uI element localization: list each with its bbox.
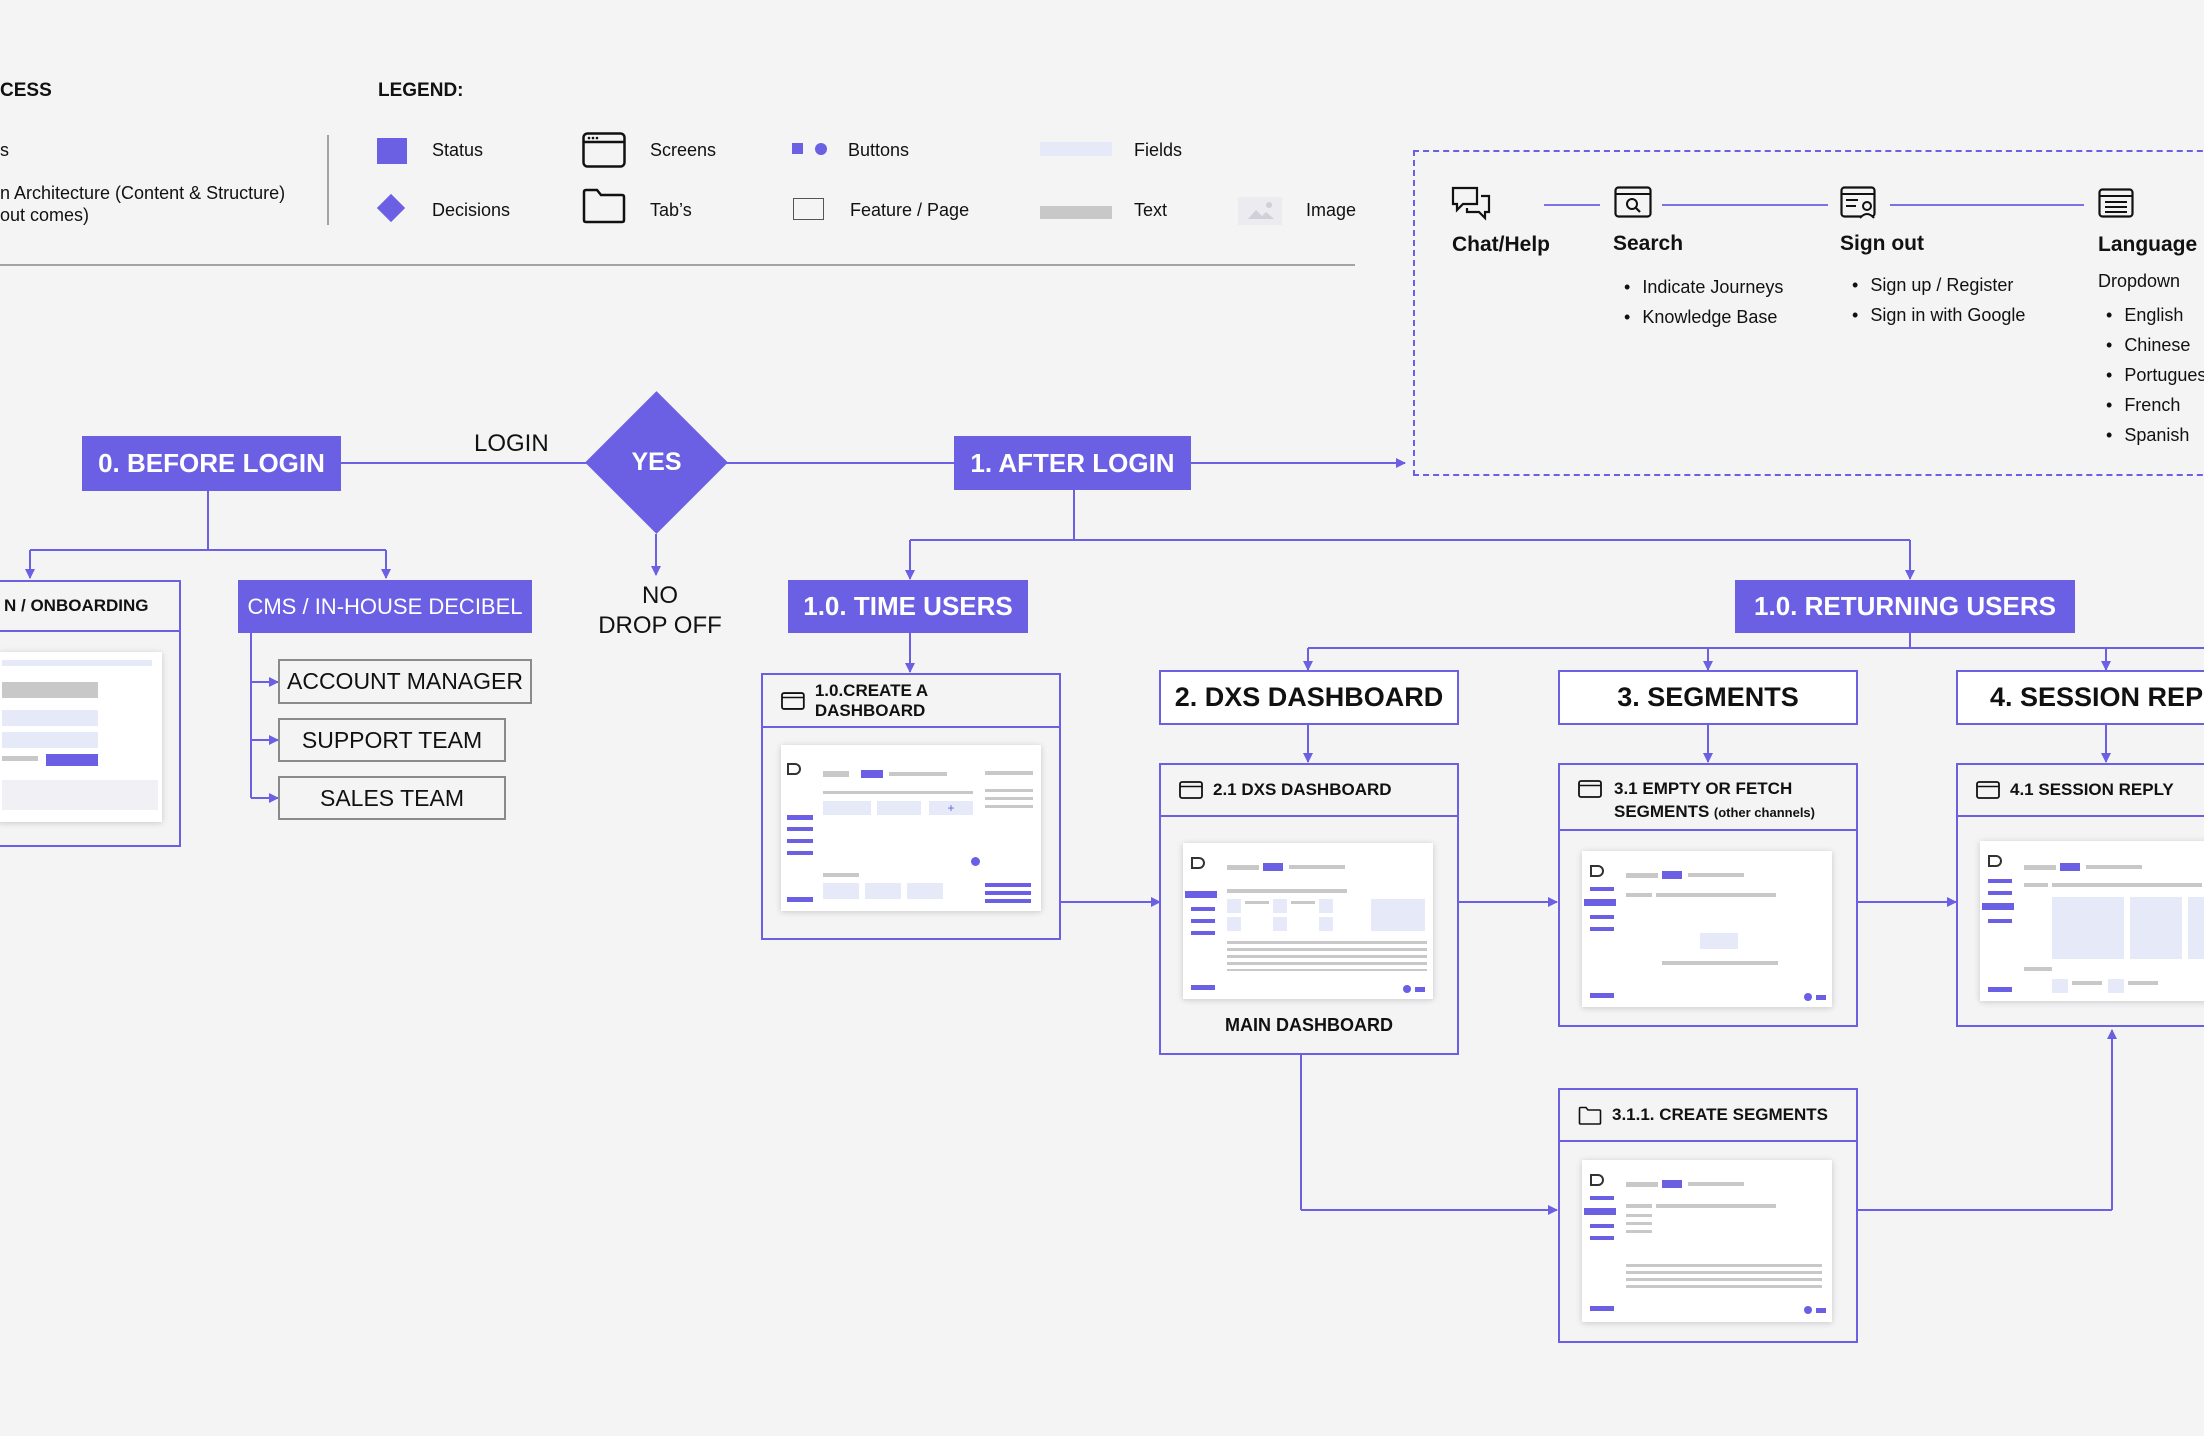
chat-help-icon <box>1451 186 1491 221</box>
legend-feature-label: Feature / Page <box>850 200 970 220</box>
segments-thumbnail <box>1582 851 1832 1007</box>
dxs-dashboard-thumbnail <box>1183 843 1433 999</box>
folder-icon <box>1578 1106 1602 1125</box>
search-icon <box>1614 186 1652 218</box>
screen-window-icon <box>1976 781 2000 799</box>
language-item-portugues: Portugues <box>2106 365 2204 386</box>
legend-status-swatch <box>377 138 407 164</box>
onboarding-screen-thumbnail <box>0 652 162 822</box>
create-dashboard-frame: 1.0.CREATE A DASHBOARD + <box>761 673 1061 940</box>
process-line-3: out comes) <box>0 205 90 225</box>
dxs-dashboard-head: 2. DXS DASHBOARD <box>1159 670 1459 725</box>
language-subtitle: Dropdown <box>2098 271 2181 291</box>
legend-screens-label: Screens <box>650 140 717 160</box>
segments-screen-line1: 3.1 EMPTY OR FETCH <box>1614 779 1793 798</box>
status-returning-users: 1.0. RETURNING USERS <box>1735 580 2075 633</box>
legend-text-label: Text <box>1134 200 1168 220</box>
search-title: Search <box>1613 232 1684 255</box>
dxs-dashboard-title: 2.1 DXS DASHBOARD <box>1161 765 1457 817</box>
language-item-spanish: Spanish <box>2106 425 2189 446</box>
segments-screen-line2: SEGMENTS <box>1614 802 1710 821</box>
legend-button-dot <box>815 143 827 155</box>
global-nav-box <box>1413 150 2204 476</box>
process-line-2: n Architecture (Content & Structure) <box>0 183 286 203</box>
create-segments-frame: 3.1.1. CREATE SEGMENTS <box>1558 1088 1858 1343</box>
search-item-knowledge: Knowledge Base <box>1624 307 1777 328</box>
onboarding-frame: N / ONBOARDING <box>0 580 181 847</box>
process-heading: CESS <box>0 80 52 101</box>
cms-in-house-box: CMS / IN-HOUSE DECIBEL <box>238 580 532 633</box>
support-team-box: SUPPORT TEAM <box>278 718 506 762</box>
legend-title: LEGEND: <box>378 80 464 101</box>
screen-window-icon <box>1179 781 1203 799</box>
sign-out-icon <box>1840 186 1876 219</box>
screen-window-icon <box>781 691 805 710</box>
folder-icon <box>582 188 626 224</box>
chat-help-title: Chat/Help <box>1452 233 1551 256</box>
session-replay-thumbnail <box>1980 841 2204 1001</box>
legend-feature-rect <box>793 198 824 220</box>
decision-yes-label: YES <box>631 448 682 476</box>
process-line-1: s <box>0 140 9 160</box>
create-segments-title: 3.1.1. CREATE SEGMENTS <box>1560 1090 1856 1142</box>
session-replay-title: 4.1 SESSION REPLY <box>1958 765 2204 817</box>
language-item-french: French <box>2106 395 2180 416</box>
image-icon <box>1238 197 1282 225</box>
session-replay-head-label: 4. SESSION REPL <box>1990 682 2204 712</box>
session-replay-head: 4. SESSION REPL <box>1956 670 2204 725</box>
segments-screen-line2-group: SEGMENTS (other channels) <box>1614 802 1815 822</box>
create-dashboard-title: 1.0.CREATE A DASHBOARD <box>763 675 1059 728</box>
legend-button-square <box>792 143 803 154</box>
search-item-journeys: Indicate Journeys <box>1624 277 1783 298</box>
screen-window-icon <box>582 132 626 168</box>
status-time-users: 1.0. TIME USERS <box>788 580 1028 633</box>
nav-connector <box>1544 204 2084 206</box>
dxs-dashboard-frame: 2.1 DXS DASHBOARD MAIN DASHBOARD <box>1159 763 1459 1055</box>
legend-buttons-label: Buttons <box>848 140 910 160</box>
legend-tabs-label: Tab’s <box>650 200 692 220</box>
session-replay-label: 4.1 SESSION REPLY <box>2010 780 2174 799</box>
create-segments-label: 3.1.1. CREATE SEGMENTS <box>1612 1105 1829 1124</box>
language-item-chinese: Chinese <box>2106 335 2190 356</box>
legend-field-bar <box>1040 142 1112 156</box>
drop-off-label: DROP OFF <box>598 612 722 639</box>
segments-screen-note: (other channels) <box>1713 805 1815 820</box>
status-after-login: 1. AFTER LOGIN <box>954 436 1191 490</box>
legend-fields-label: Fields <box>1134 140 1183 160</box>
status-before-login: 0. BEFORE LOGIN <box>82 436 341 491</box>
sales-team-box: SALES TEAM <box>278 776 506 820</box>
create-dashboard-thumbnail: + <box>781 745 1041 911</box>
signout-item-google: Sign in with Google <box>1852 305 2025 326</box>
language-title: Language <box>2098 233 2198 256</box>
segments-frame: 3.1 EMPTY OR FETCH SEGMENTS (other chann… <box>1558 763 1858 1027</box>
create-dashboard-label: 1.0.CREATE A DASHBOARD <box>814 680 928 720</box>
account-manager-box: ACCOUNT MANAGER <box>278 659 532 704</box>
login-label: LOGIN <box>474 430 549 457</box>
onboarding-title: N / ONBOARDING <box>0 582 179 632</box>
language-icon <box>2098 188 2134 218</box>
create-segments-thumbnail <box>1582 1160 1832 1322</box>
no-label: NO <box>642 582 678 609</box>
segments-title-area: 3.1 EMPTY OR FETCH SEGMENTS (other chann… <box>1560 765 1856 831</box>
screen-window-icon <box>1578 780 1602 798</box>
sign-out-title: Sign out <box>1840 232 1924 255</box>
legend-decisions-label: Decisions <box>432 200 511 220</box>
legend-image-label: Image <box>1306 200 1357 220</box>
legend-status-label: Status <box>432 140 484 160</box>
segments-head: 3. SEGMENTS <box>1558 670 1858 725</box>
dxs-dashboard-label: 2.1 DXS DASHBOARD <box>1213 780 1392 799</box>
session-replay-frame: 4.1 SESSION REPLY <box>1956 763 2204 1027</box>
main-dashboard-label: MAIN DASHBOARD <box>1225 1015 1393 1035</box>
legend-text-bar <box>1040 206 1112 219</box>
signout-item-register: Sign up / Register <box>1852 275 2013 296</box>
language-item-english: English <box>2106 305 2183 326</box>
